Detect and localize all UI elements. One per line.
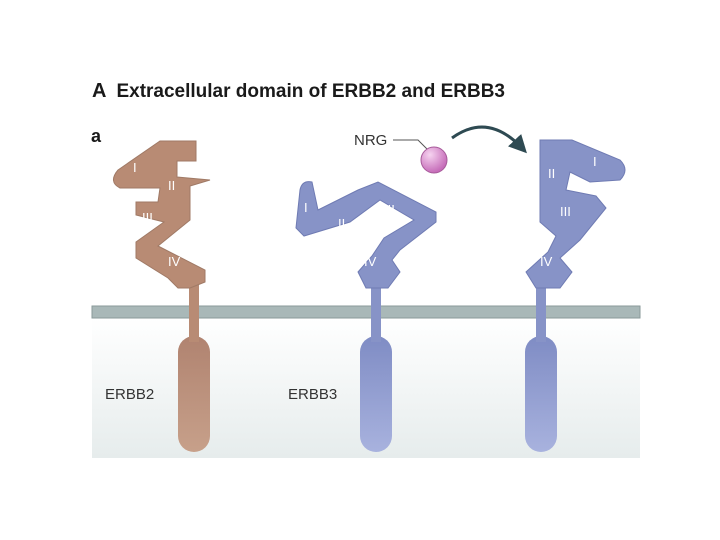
erbb3-extended-transmembrane: [536, 284, 546, 342]
erbb2-domain-iv-label: IV: [168, 254, 181, 269]
erbb3-extended-domain-i-label: I: [593, 154, 597, 169]
nrg-leader-line: [393, 139, 431, 153]
erbb2-transmembrane: [189, 284, 199, 342]
erbb3-receptor-tethered: I II III IV ERBB3: [288, 181, 437, 452]
erbb3-domain-i-label: I: [304, 200, 308, 215]
erbb3-extended-kinase-domain: [525, 336, 557, 452]
erbb3-extracellular-domain: [295, 181, 437, 289]
erbb2-domain-ii-label: II: [168, 178, 175, 193]
erbb3-extended-extracellular-domain: [525, 139, 626, 289]
figure-heading: A Extracellular domain of ERBB2 and ERBB3: [92, 80, 505, 103]
panel-label: a: [91, 126, 102, 146]
erbb3-extended-domain-iv-label: IV: [540, 254, 553, 269]
erbb3-receptor-extended: I II III IV: [525, 139, 626, 452]
erbb2-domain-iii-label: III: [142, 210, 153, 225]
erbb3-label: ERBB3: [288, 386, 337, 403]
erbb2-label: ERBB2: [105, 386, 154, 403]
erbb3-domain-iii-label: III: [384, 202, 395, 217]
nrg-ligand: NRG: [354, 132, 448, 174]
erbb3-domain-iv-label: IV: [364, 254, 377, 269]
heading-text: Extracellular domain of ERBB2 and ERBB3: [116, 81, 505, 102]
erbb3-extended-domain-ii-label: II: [548, 166, 555, 181]
erbb2-kinase-domain: [178, 336, 210, 452]
erbb3-kinase-domain: [360, 336, 392, 452]
heading-letter: A: [92, 80, 107, 102]
binding-arrow: [451, 125, 527, 154]
erbb2-extracellular-domain: [113, 140, 211, 289]
erbb3-transmembrane: [371, 284, 381, 342]
erbb2-receptor: I II III IV ERBB2: [105, 140, 211, 452]
nrg-label: NRG: [354, 132, 387, 149]
nrg-sphere: [420, 146, 448, 174]
erbb3-domain-ii-label: II: [338, 216, 345, 231]
erbb2-domain-i-label: I: [133, 160, 137, 175]
erbb3-extended-domain-iii-label: III: [560, 204, 571, 219]
cell-membrane: [91, 305, 641, 319]
